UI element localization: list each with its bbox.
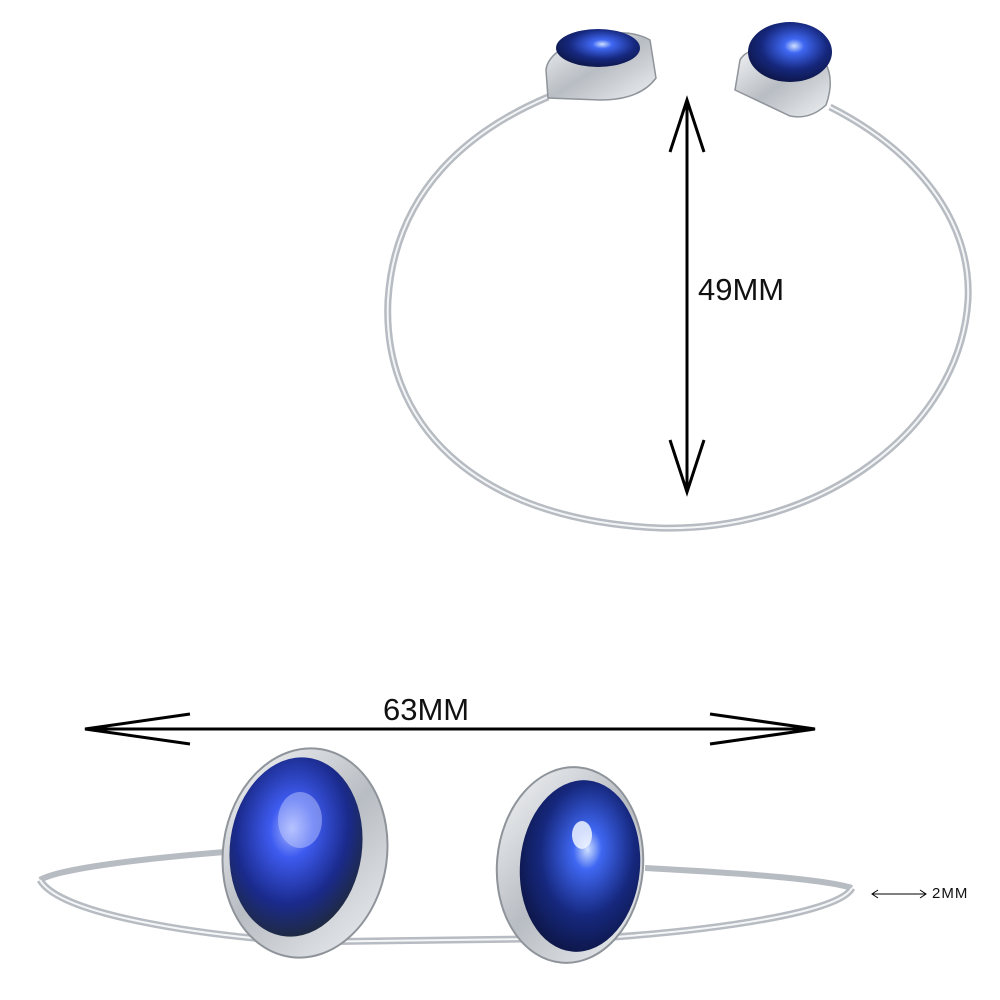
bangle-wire-front-view [36,877,856,946]
front-view-bangle [36,747,856,964]
top-view-bangle [384,22,972,532]
stone-right-top-view [734,22,832,118]
stone-right-front-view [495,766,645,964]
stone-left-front-view [221,747,389,959]
height-dimension-arrow [668,95,706,497]
width-dimension-label: 63MM [383,692,470,727]
width-dimension-arrow [84,712,816,746]
stone-left-top-view [545,29,657,101]
height-dimension-label: 49MM [698,272,785,307]
thickness-dimension-label: 2MM [932,885,969,902]
thickness-dimension-arrow [871,889,927,899]
